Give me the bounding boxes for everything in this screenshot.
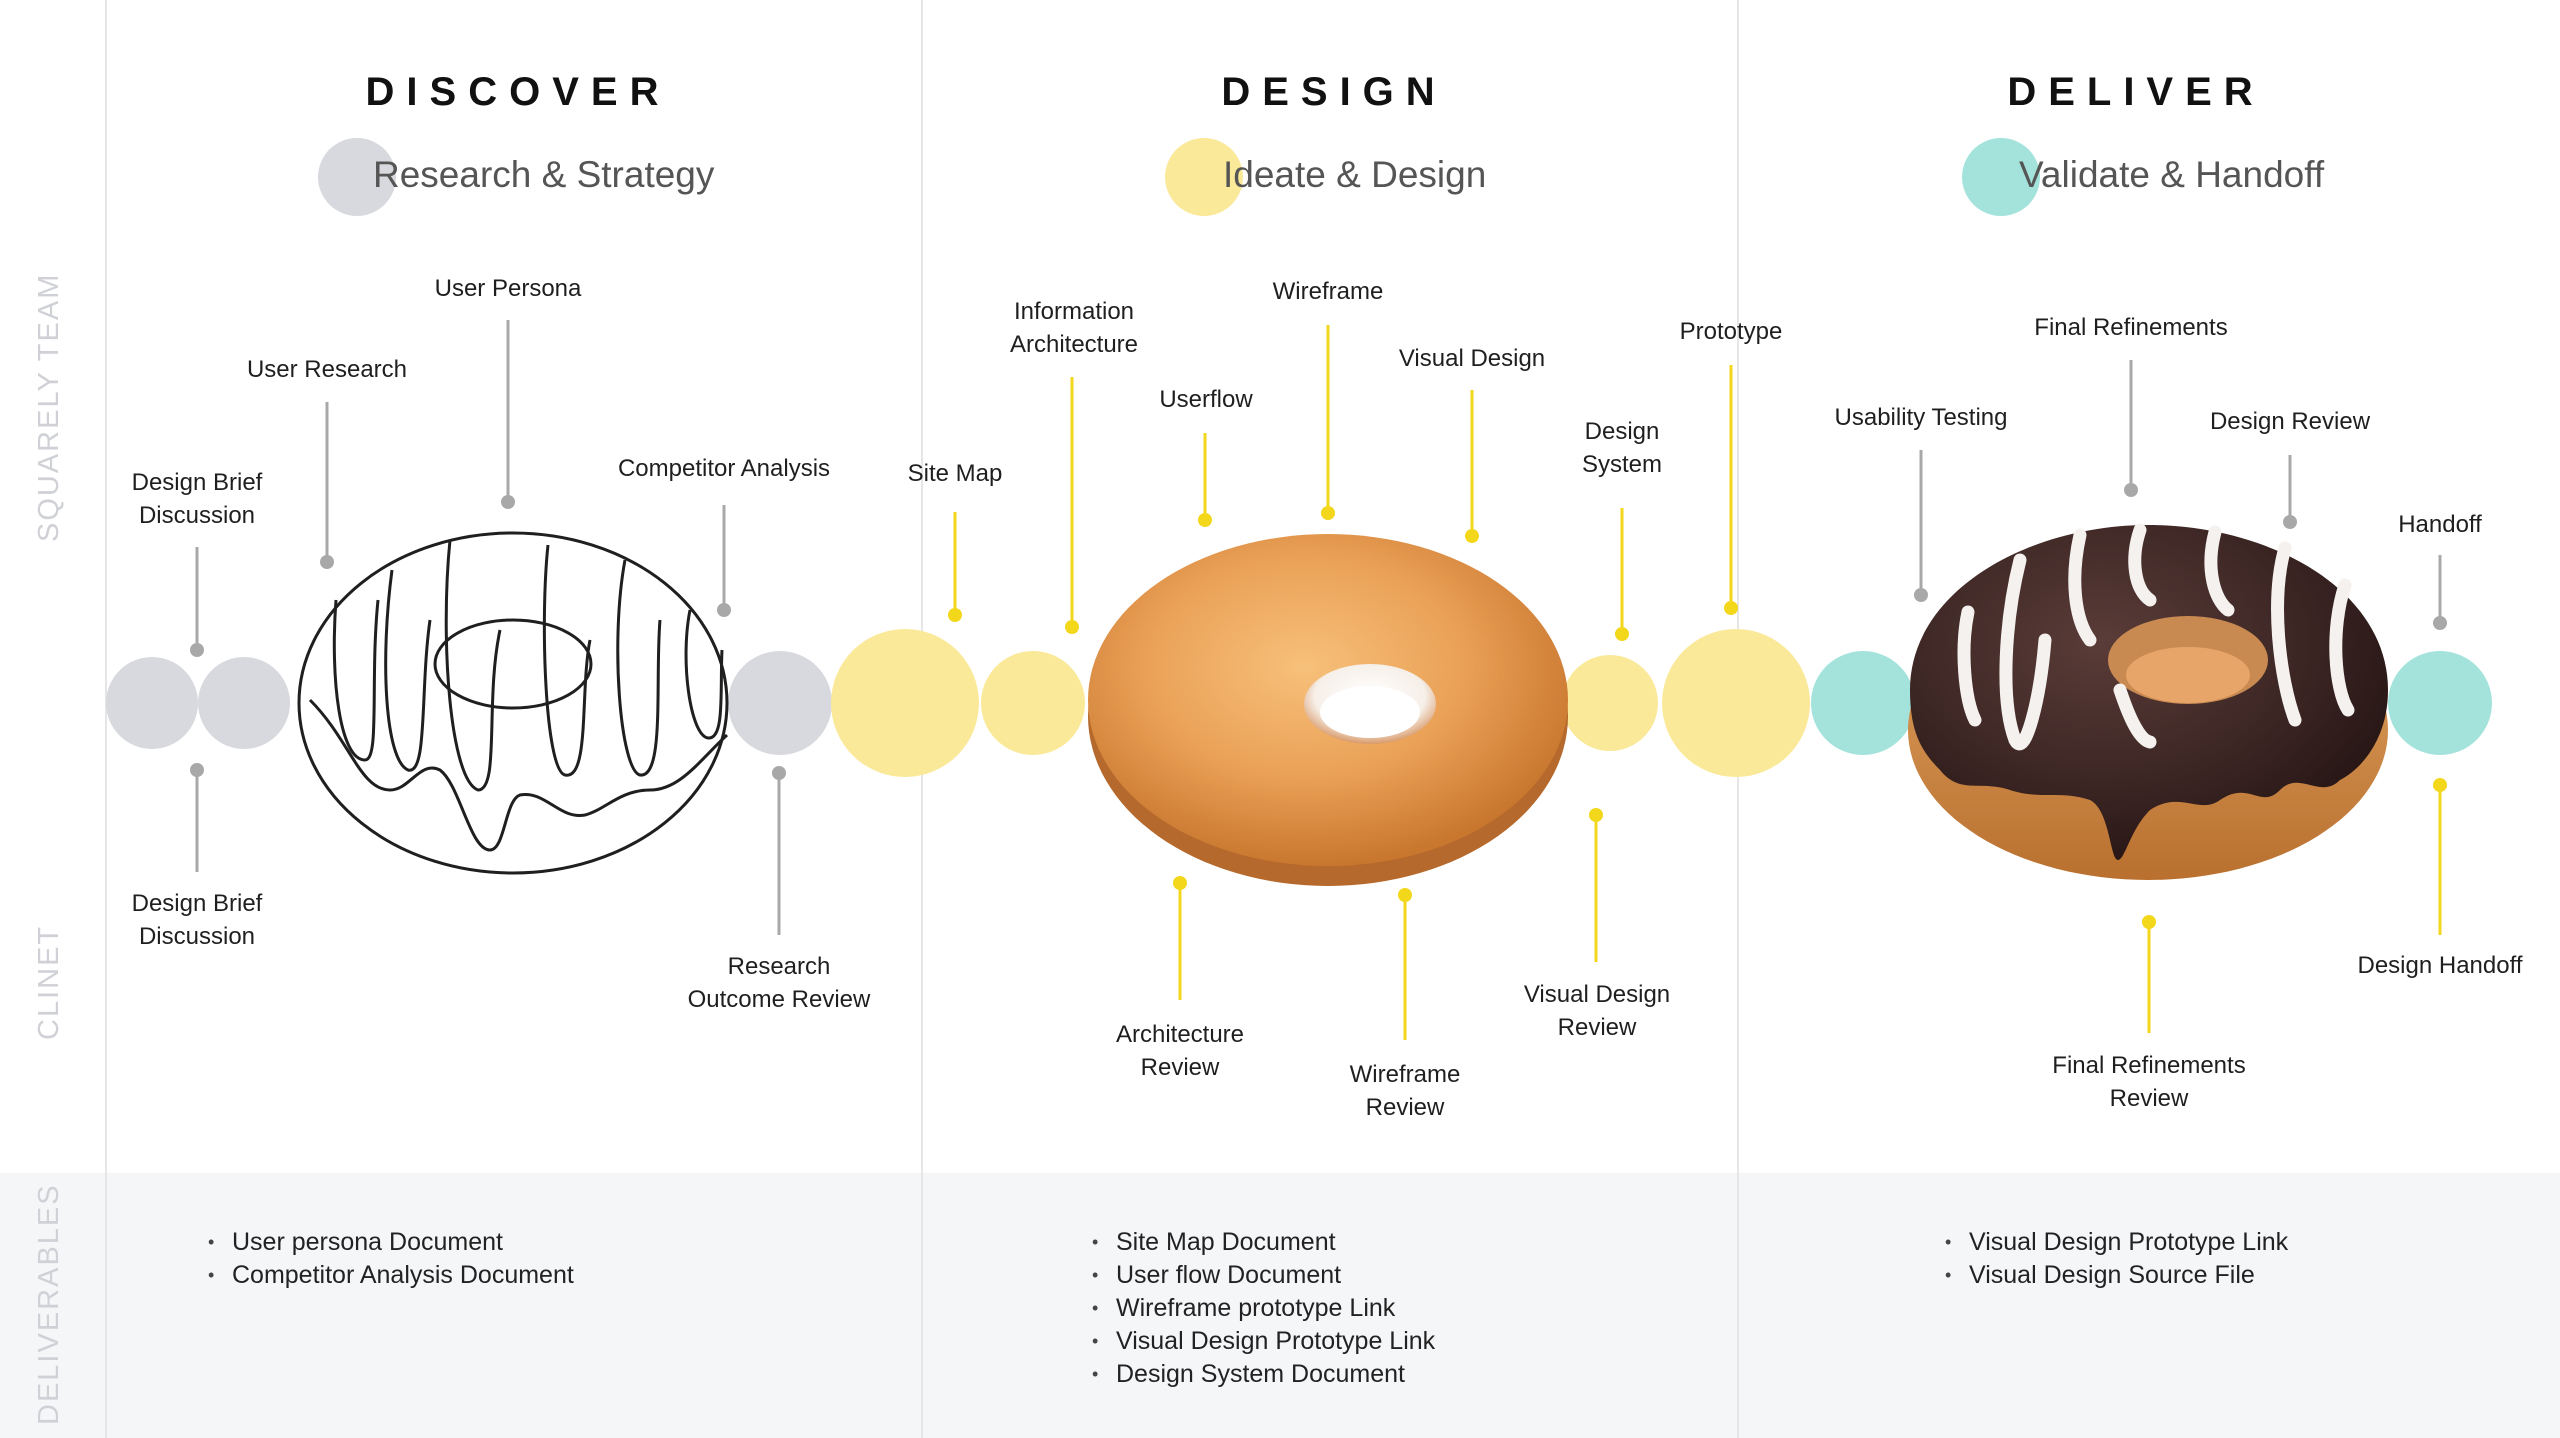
- connector-dot: [1065, 620, 1079, 634]
- label-prototype: Prototype: [1680, 318, 1783, 345]
- deliver-connectors-team: [1914, 360, 2447, 630]
- connector-dot: [190, 643, 204, 657]
- column-divider: [105, 0, 107, 1438]
- timeline-dot: [1662, 629, 1810, 777]
- connector-dot: [2283, 515, 2297, 529]
- timeline-dot: [2388, 651, 2492, 755]
- label-user-persona: User Persona: [435, 275, 582, 302]
- timeline-dot: [1562, 655, 1658, 751]
- chocolate-donut-icon: [1908, 523, 2388, 880]
- connector-dot: [1465, 529, 1479, 543]
- label-usability-testing: Usability Testing: [1835, 404, 2008, 431]
- timeline-dot: [1811, 651, 1915, 755]
- label-design-review: Design Review: [2210, 408, 2371, 435]
- list-item: Wireframe prototype Link: [1092, 1292, 1435, 1325]
- connector-dot: [1198, 513, 1212, 527]
- deliverables-discover: User persona Document Competitor Analysi…: [208, 1226, 574, 1292]
- timeline-dot: [831, 629, 979, 777]
- connector-dot: [1914, 588, 1928, 602]
- label-design-handoff: Design Handoff: [2358, 952, 2523, 979]
- list-item: Visual Design Prototype Link: [1945, 1226, 2288, 1259]
- label-site-map: Site Map: [908, 460, 1003, 487]
- label-visual-design: Visual Design: [1399, 345, 1545, 372]
- timeline-dot: [981, 651, 1085, 755]
- label-userflow: Userflow: [1159, 386, 1253, 413]
- connector-dot: [320, 555, 334, 569]
- phase-subtitle-discover: Research & Strategy: [373, 154, 715, 195]
- deliverables-design: Site Map Document User flow Document Wir…: [1092, 1226, 1435, 1391]
- sketch-donut-icon: [297, 531, 729, 875]
- timeline-dot: [198, 657, 290, 749]
- label-handoff: Handoff: [2398, 511, 2482, 538]
- label-competitor-analysis: Competitor Analysis: [618, 455, 830, 482]
- list-item: Design System Document: [1092, 1358, 1435, 1391]
- connector-dot: [717, 603, 731, 617]
- connector-dot: [2124, 483, 2138, 497]
- design-timeline-dots: [831, 629, 1810, 777]
- list-item: User flow Document: [1092, 1259, 1435, 1292]
- list-item: User persona Document: [208, 1226, 574, 1259]
- connector-dot: [1615, 627, 1629, 641]
- label-wireframe: Wireframe: [1273, 278, 1384, 305]
- phase-title-design: DESIGN: [1221, 70, 1447, 114]
- list-item: Site Map Document: [1092, 1226, 1435, 1259]
- connector-dot: [501, 495, 515, 509]
- connector-dot: [1321, 506, 1335, 520]
- design-connectors: [948, 325, 1738, 1040]
- deliver-dot-icon: [1962, 138, 2040, 216]
- connector-dot: [948, 608, 962, 622]
- discover-dot-icon: [318, 138, 396, 216]
- timeline-dot: [728, 651, 832, 755]
- deliverables-deliver: Visual Design Prototype Link Visual Desi…: [1945, 1226, 2288, 1292]
- deliver-timeline-dots: [1811, 651, 2492, 755]
- label-final-refinements: Final Refinements: [2034, 314, 2227, 341]
- connector-dot: [1724, 601, 1738, 615]
- design-dot-icon: [1165, 138, 1243, 216]
- phase-title-discover: DISCOVER: [365, 70, 671, 114]
- phase-subtitle-design: Ideate & Design: [1223, 154, 1487, 195]
- glazed-donut-icon: [1088, 534, 1568, 886]
- timeline-dot: [106, 657, 198, 749]
- discover-timeline-dots: [106, 651, 832, 755]
- phase-title-deliver: DELIVER: [2007, 70, 2265, 114]
- list-item: Visual Design Prototype Link: [1092, 1325, 1435, 1358]
- list-item: Competitor Analysis Document: [208, 1259, 574, 1292]
- connector-dot: [2433, 616, 2447, 630]
- phase-subtitle-deliver: Validate & Handoff: [2019, 154, 2325, 195]
- list-item: Visual Design Source File: [1945, 1259, 2288, 1292]
- label-user-research: User Research: [247, 356, 407, 383]
- deliver-connectors-client: [2142, 778, 2447, 1033]
- discover-connectors: [190, 320, 786, 935]
